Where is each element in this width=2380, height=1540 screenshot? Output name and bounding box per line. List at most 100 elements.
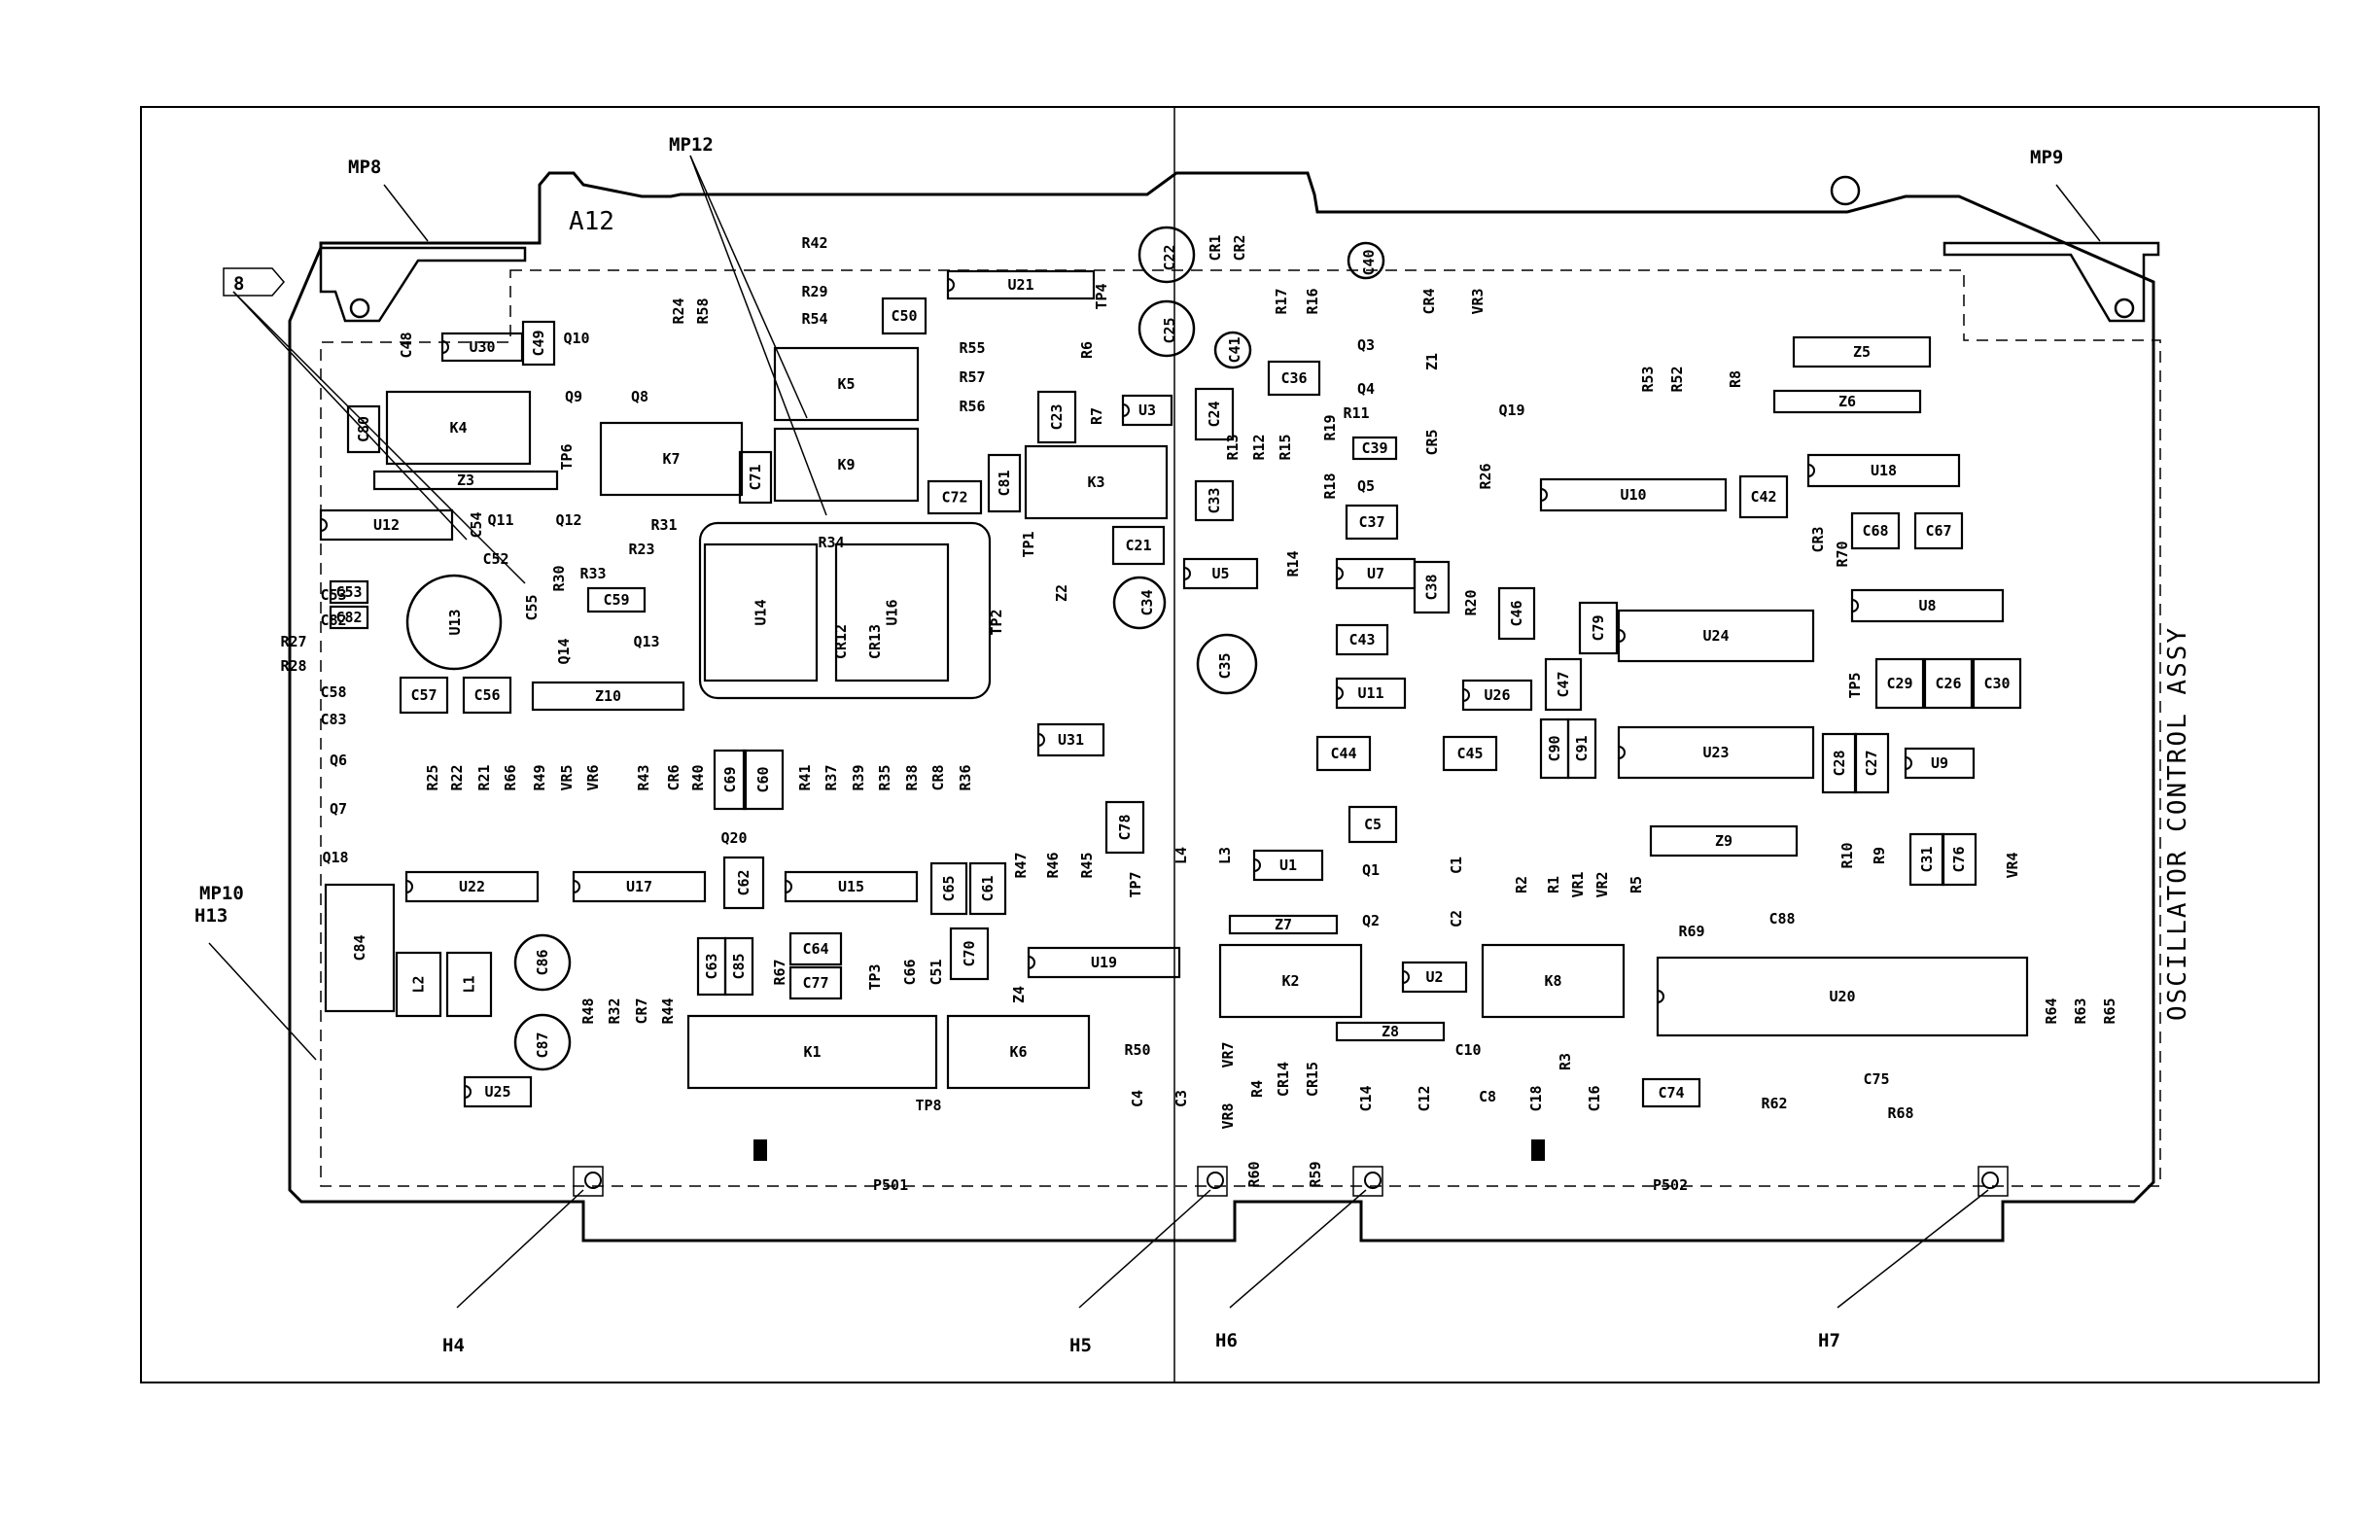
component-outline [1218,943,1363,1019]
pin1-notch [1540,488,1548,502]
component-label: C55 [523,594,541,620]
component-label: R66 [502,764,519,790]
component-outline [968,861,1007,916]
component-label: U23 [1702,744,1729,761]
component-label: CR12 [832,624,850,659]
component-outline [586,586,647,613]
component-label: Q5 [1357,477,1375,495]
component-label: VR5 [558,764,576,790]
component-outline [1348,805,1398,844]
component-label: Q6 [330,752,347,769]
component-label: R36 [957,764,974,790]
component-label: R56 [959,398,985,415]
component-outline [1442,735,1498,772]
callout-h13: H13 [194,905,228,927]
component-outline [1941,832,1978,887]
component-outline [723,936,754,997]
component-label: R30 [550,565,568,591]
component-outline [329,579,369,605]
component-label: C35 [1216,652,1234,679]
component-label: C42 [1750,488,1776,506]
component-label: R48 [579,998,597,1024]
component-label: C45 [1456,745,1483,762]
component-label: K2 [1281,972,1299,990]
component-label: C8 [1479,1088,1496,1105]
round-component [405,574,503,671]
callout-h6: H6 [1215,1330,1238,1351]
component-label: K3 [1087,473,1104,491]
component-label: C29 [1886,675,1912,692]
pin1-notch [1807,464,1815,477]
component-outline [1036,390,1077,444]
round-component [1112,576,1167,630]
component-label: U5 [1211,565,1229,582]
component-outline [1806,453,1961,488]
component-label: U3 [1138,402,1156,419]
component-label: C88 [1768,910,1795,928]
component-label: C77 [802,974,828,992]
component-label: R23 [628,541,654,558]
fiducial-mark [1531,1139,1545,1161]
component-outline [1656,956,2029,1037]
component-label: VR1 [1569,871,1587,897]
component-outline [324,883,396,1013]
component-outline [1481,943,1626,1019]
component-label: C26 [1935,675,1961,692]
pin1-notch [1657,990,1664,1003]
component-label: C51 [928,959,945,985]
component-label: K1 [803,1043,821,1061]
mp8-hole [349,298,370,319]
component-label: K6 [1009,1043,1027,1061]
pin1-notch [1028,956,1035,969]
component-label: C37 [1358,513,1384,531]
component-outline [385,390,532,466]
component-outline [1104,800,1145,855]
component-label: R50 [1124,1041,1150,1059]
component-label: C12 [1416,1085,1433,1111]
component-label: R19 [1321,414,1339,440]
component-label: Q9 [565,388,582,405]
component-label: C79 [1590,614,1607,641]
component-label: Q13 [633,633,659,650]
component-label: TP4 [1093,283,1110,309]
round-component [1138,299,1196,358]
component-label: CR3 [1809,526,1827,552]
pin1-notch [1122,403,1130,417]
component-label: K8 [1544,972,1561,990]
component-label: C78 [1116,814,1134,840]
component-label: R1 [1545,876,1562,893]
component-outline [1401,961,1468,994]
pin1-notch [947,278,955,292]
component-label: R53 [1639,366,1657,392]
component-outline [686,1014,938,1090]
component-label: C14 [1357,1085,1375,1111]
component-label: C27 [1863,750,1880,776]
component-outline [1972,657,2022,710]
component-label: C25 [1161,317,1178,343]
component-label: R4 [1248,1080,1266,1098]
component-label: C10 [1454,1041,1481,1059]
component-label: R42 [801,234,827,252]
component-label: R45 [1078,852,1096,878]
pin1-notch [464,1085,472,1099]
component-label: Q7 [330,800,347,818]
component-label: U9 [1931,754,1948,772]
component-outline [1641,1077,1701,1108]
component-outline [1923,657,1974,710]
component-label: C83 [320,711,346,728]
component-outline [773,346,920,422]
component-label: U1 [1279,857,1297,874]
component-label: C60 [754,766,772,792]
component-label: C1 [1448,857,1465,874]
component-outline [462,676,512,715]
component-label: VR8 [1219,1102,1237,1129]
pin1-notch [1336,567,1344,580]
component-outline [1461,679,1533,712]
connector-p502: P502 [1653,1176,1688,1194]
component-label: Q2 [1362,912,1380,929]
board-outline [288,171,2155,1242]
component-label: Z3 [457,472,474,489]
component-label: R46 [1044,852,1062,878]
component-label: Z4 [1010,986,1028,1003]
component-label: C39 [1361,439,1387,457]
